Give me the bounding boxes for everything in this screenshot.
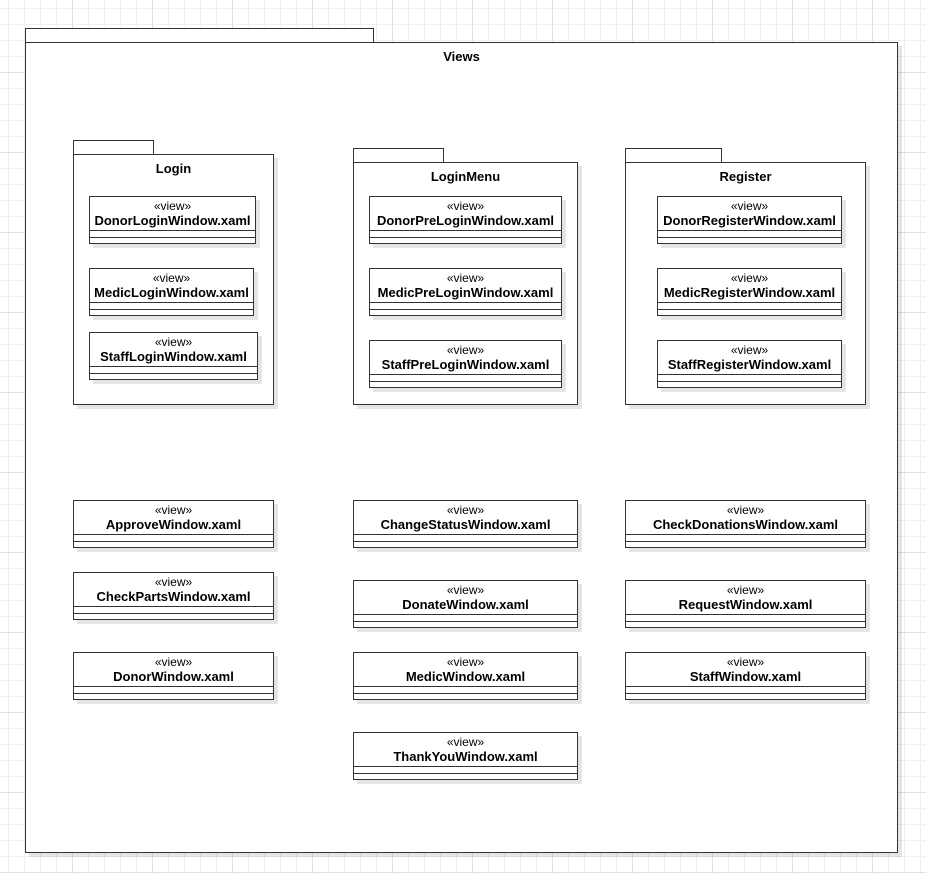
register-package-tab [625, 148, 722, 163]
stereotype-label: «view» [726, 582, 765, 597]
stereotype-label: «view» [154, 334, 193, 349]
class-medic-register-window[interactable]: «view»MedicRegisterWindow.xaml [657, 268, 842, 316]
views-package-title: Views [443, 49, 480, 64]
class-name: CheckDonationsWindow.xaml [652, 516, 839, 532]
stereotype-label: «view» [726, 502, 765, 517]
class-thank-you-window[interactable]: «view»ThankYouWindow.xaml [353, 732, 578, 780]
class-donate-window[interactable]: «view»DonateWindow.xaml [353, 580, 578, 628]
login-package-tab [73, 140, 154, 155]
class-donor-register-window[interactable]: «view»DonorRegisterWindow.xaml [657, 196, 842, 244]
stereotype-label: «view» [446, 582, 485, 597]
class-request-window[interactable]: «view»RequestWindow.xaml [625, 580, 866, 628]
stereotype-label: «view» [446, 734, 485, 749]
class-name: MedicPreLoginWindow.xaml [377, 284, 554, 300]
login-package-title: Login [155, 161, 192, 176]
class-name: MedicRegisterWindow.xaml [663, 284, 836, 300]
stereotype-label: «view» [154, 654, 193, 669]
class-staff-register-window[interactable]: «view»StaffRegisterWindow.xaml [657, 340, 842, 388]
class-staff-prelogin-window[interactable]: «view»StaffPreLoginWindow.xaml [369, 340, 562, 388]
class-name: ChangeStatusWindow.xaml [380, 516, 551, 532]
class-medic-login-window[interactable]: «view»MedicLoginWindow.xaml [89, 268, 254, 316]
stereotype-label: «view» [154, 502, 193, 517]
loginmenu-package-tab [353, 148, 444, 163]
class-name: StaffLoginWindow.xaml [100, 348, 247, 364]
stereotype-label: «view» [153, 198, 192, 213]
class-name: DonorRegisterWindow.xaml [663, 212, 836, 228]
class-name: ApproveWindow.xaml [105, 516, 242, 532]
class-check-donations-window[interactable]: «view»CheckDonationsWindow.xaml [625, 500, 866, 548]
class-donor-login-window[interactable]: «view»DonorLoginWindow.xaml [89, 196, 256, 244]
stereotype-label: «view» [730, 198, 769, 213]
class-name: CheckPartsWindow.xaml [96, 588, 251, 604]
register-package-title: Register [719, 169, 772, 184]
class-name: DonorLoginWindow.xaml [94, 212, 251, 228]
class-medic-prelogin-window[interactable]: «view»MedicPreLoginWindow.xaml [369, 268, 562, 316]
class-name: StaffPreLoginWindow.xaml [381, 356, 550, 372]
stereotype-label: «view» [446, 654, 485, 669]
class-donor-window[interactable]: «view»DonorWindow.xaml [73, 652, 274, 700]
class-change-status-window[interactable]: «view»ChangeStatusWindow.xaml [353, 500, 578, 548]
class-name: DonateWindow.xaml [402, 596, 529, 612]
stereotype-label: «view» [446, 342, 485, 357]
class-staff-window[interactable]: «view»StaffWindow.xaml [625, 652, 866, 700]
stereotype-label: «view» [726, 654, 765, 669]
class-name: RequestWindow.xaml [678, 596, 813, 612]
class-approve-window[interactable]: «view»ApproveWindow.xaml [73, 500, 274, 548]
class-check-parts-window[interactable]: «view»CheckPartsWindow.xaml [73, 572, 274, 620]
class-name: StaffRegisterWindow.xaml [667, 356, 832, 372]
class-name: StaffWindow.xaml [689, 668, 802, 684]
stereotype-label: «view» [446, 198, 485, 213]
class-name: ThankYouWindow.xaml [393, 748, 538, 764]
class-name: DonorWindow.xaml [113, 668, 234, 684]
class-staff-login-window[interactable]: «view»StaffLoginWindow.xaml [89, 332, 258, 380]
views-package-tab [25, 28, 374, 43]
stereotype-label: «view» [152, 270, 191, 285]
loginmenu-package-title: LoginMenu [430, 169, 501, 184]
class-name: DonorPreLoginWindow.xaml [376, 212, 555, 228]
stereotype-label: «view» [730, 270, 769, 285]
class-name: MedicLoginWindow.xaml [94, 284, 249, 300]
stereotype-label: «view» [154, 574, 193, 589]
class-medic-window[interactable]: «view»MedicWindow.xaml [353, 652, 578, 700]
class-donor-prelogin-window[interactable]: «view»DonorPreLoginWindow.xaml [369, 196, 562, 244]
stereotype-label: «view» [446, 270, 485, 285]
class-name: MedicWindow.xaml [405, 668, 526, 684]
stereotype-label: «view» [730, 342, 769, 357]
stereotype-label: «view» [446, 502, 485, 517]
